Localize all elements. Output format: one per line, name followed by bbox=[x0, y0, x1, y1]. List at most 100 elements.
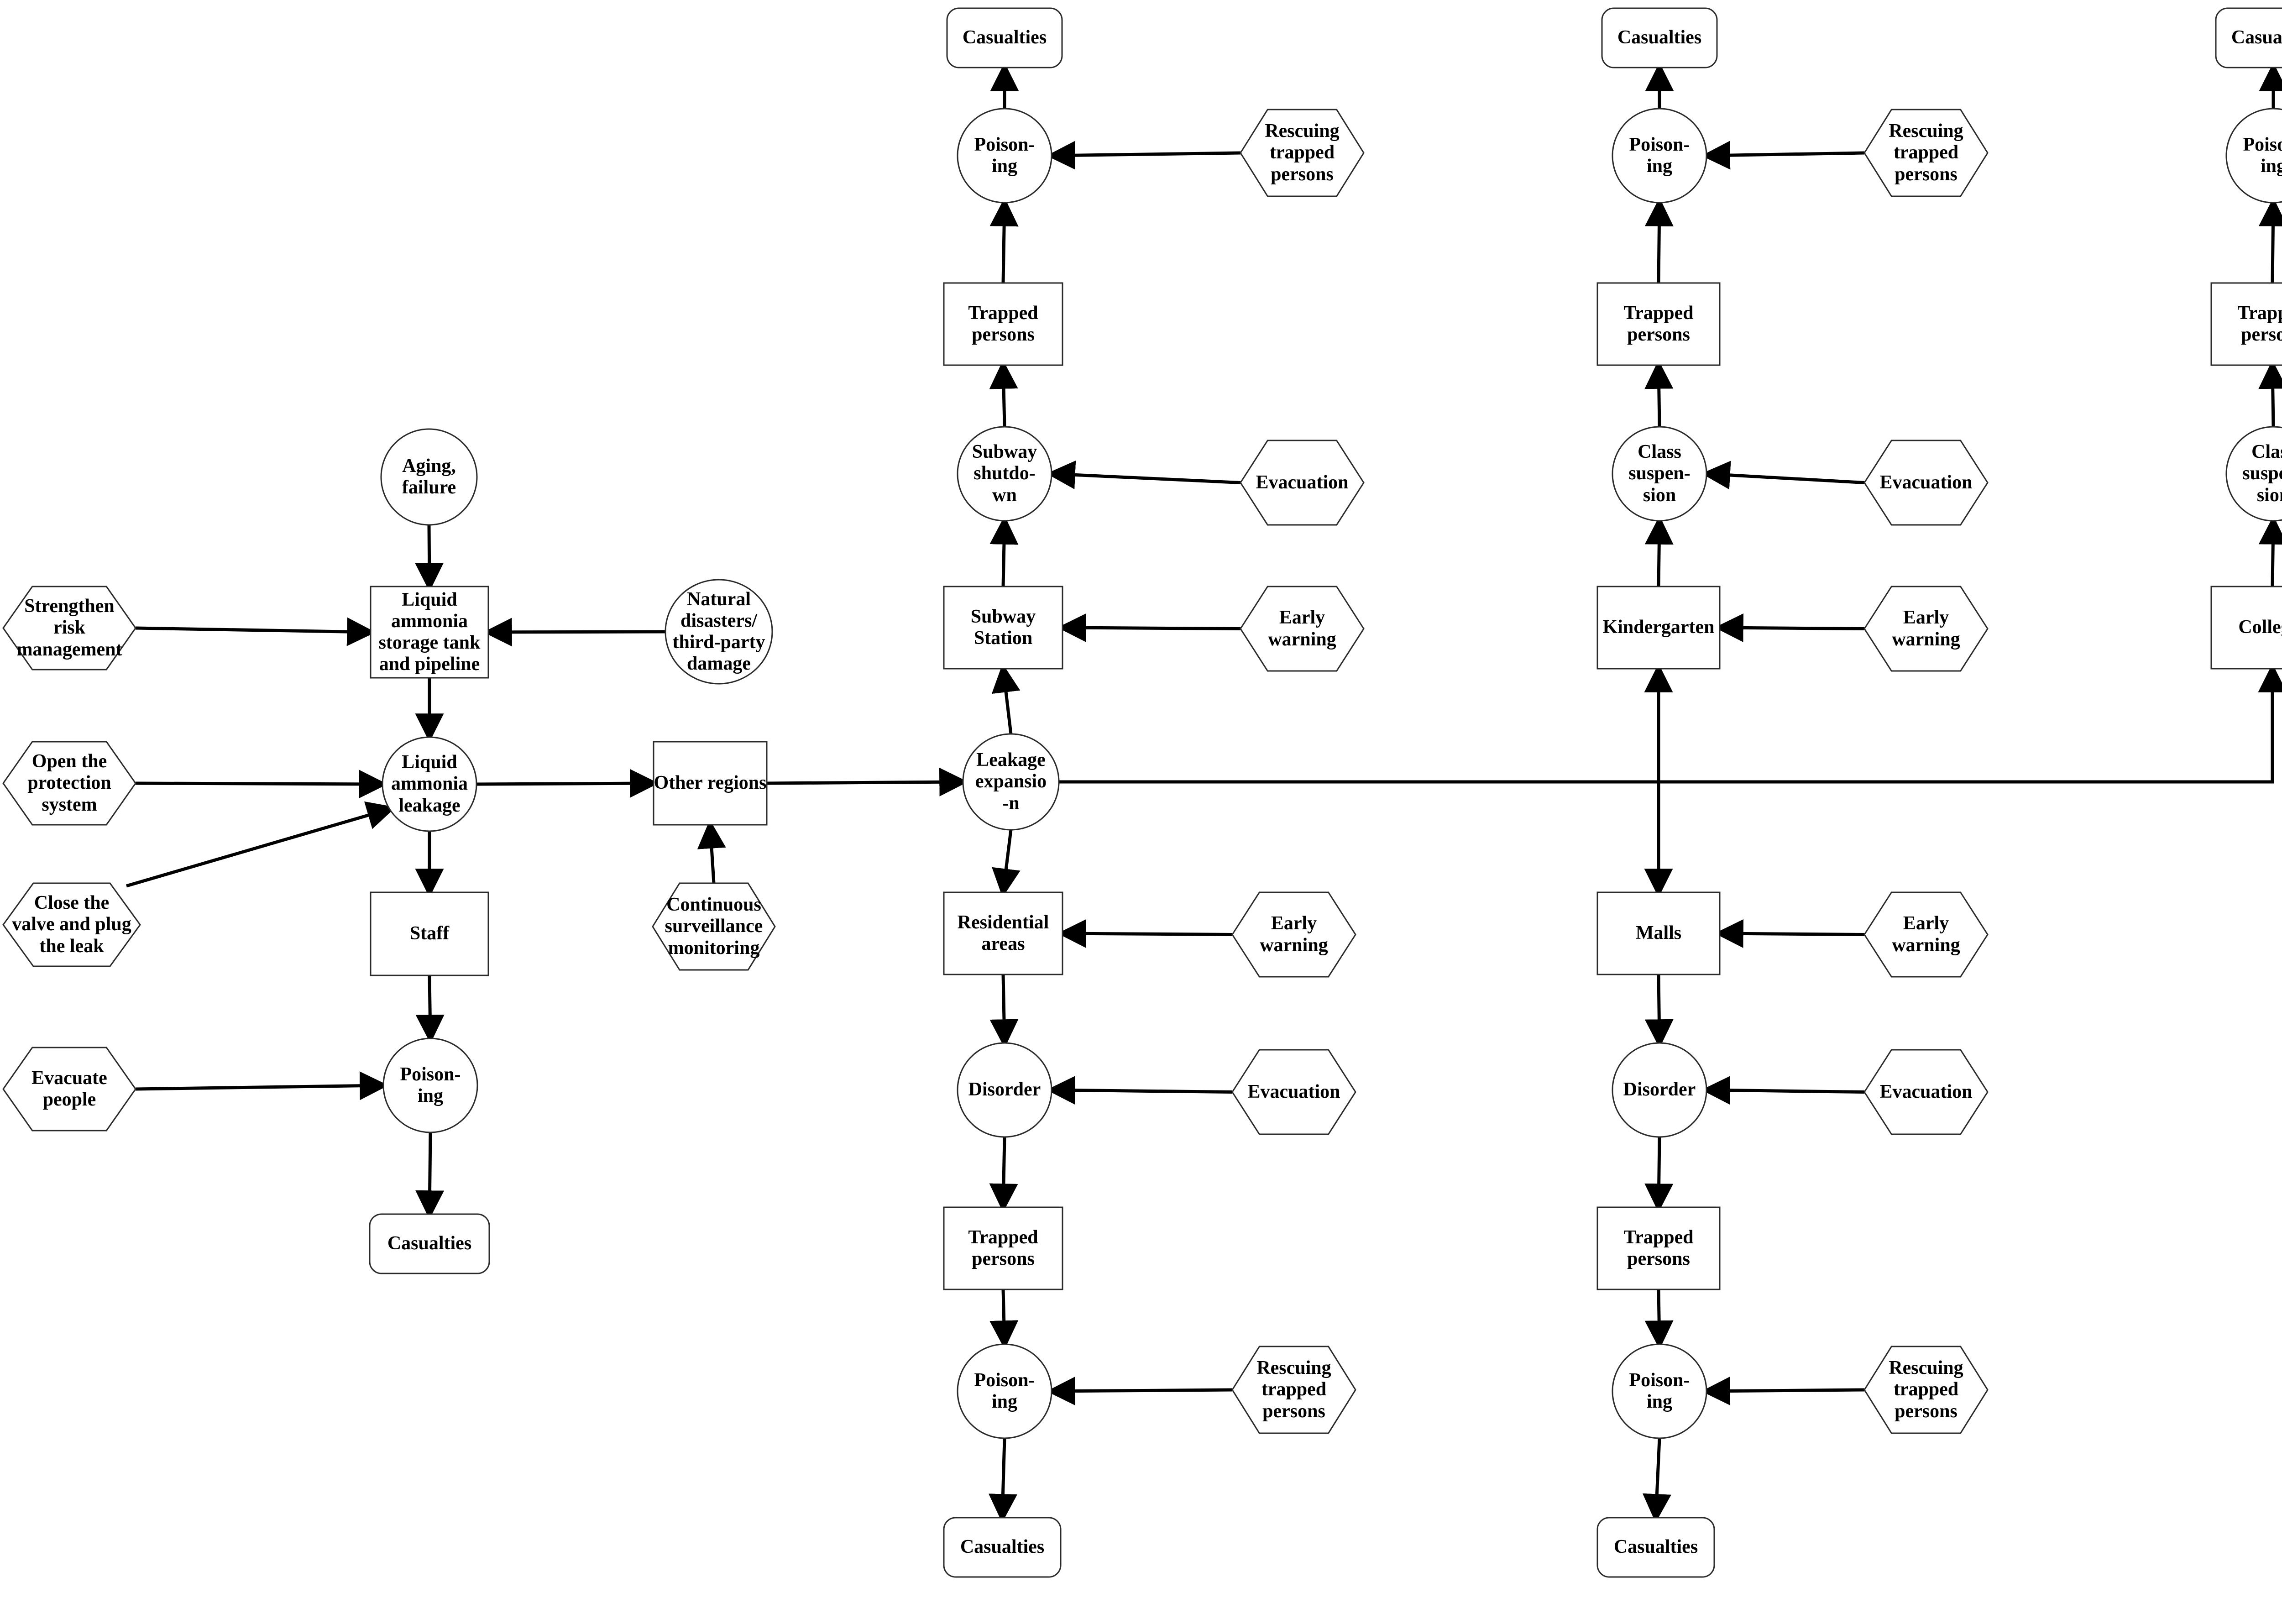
node-shape-c2-early-warning-2[interactable] bbox=[1231, 891, 1356, 978]
edge-e-c2-station-to-shutdown bbox=[989, 515, 1019, 587]
edge-e-staff-to-poisoning bbox=[415, 975, 445, 1044]
node-shape-c3-rescuing-2[interactable] bbox=[1863, 1346, 1989, 1434]
node-shape-c2-trapped-persons-2[interactable] bbox=[943, 1206, 1063, 1290]
edge-e-c4-colleges-to-class bbox=[2258, 515, 2282, 587]
node-shape-c3-casualties[interactable] bbox=[1601, 7, 1718, 68]
node-shape-liquid-ammonia-leakage[interactable] bbox=[382, 736, 477, 832]
node-shape-c3-disorder[interactable] bbox=[1612, 1042, 1707, 1138]
node-shape-natural-disasters[interactable] bbox=[665, 579, 773, 685]
node-shape-left-poisoning[interactable] bbox=[382, 1037, 478, 1133]
edge-e-c3-rescuing-to-poisoning bbox=[1701, 141, 1865, 170]
edge-layer bbox=[126, 62, 2282, 1523]
node-shape-c2-early-warning[interactable] bbox=[1240, 586, 1365, 672]
node-label-c2-casualties: Casualties bbox=[962, 27, 1047, 48]
node-shape-c2-rescuing[interactable] bbox=[1240, 109, 1365, 197]
node-shape-c4-casualties[interactable] bbox=[2215, 7, 2282, 68]
node-shape-c3-early-warning[interactable] bbox=[1863, 586, 1989, 672]
node-label-left-casualties: Casualties bbox=[387, 1233, 472, 1254]
node-shape-c3-trapped-persons-2[interactable] bbox=[1596, 1206, 1721, 1290]
node-shape-leakage-expansion[interactable] bbox=[962, 733, 1060, 831]
edge-e-c2-residential-to-disorder bbox=[989, 974, 1019, 1048]
edge-e-strengthen-to-tank bbox=[135, 617, 376, 646]
node-label-evacuate-people: Evacuate people bbox=[31, 1067, 107, 1110]
node-label-c2-evacuation-2: Evacuation bbox=[1247, 1081, 1340, 1102]
node-shape-c3-malls[interactable] bbox=[1596, 891, 1721, 975]
node-shape-c4-trapped-persons[interactable] bbox=[2210, 282, 2282, 366]
node-shape-c2-poisoning-2[interactable] bbox=[957, 1343, 1052, 1439]
node-label-c4-colleges: Colleges bbox=[2238, 617, 2282, 638]
node-shape-c3-poisoning[interactable] bbox=[1612, 108, 1707, 204]
node-shape-c2-trapped-persons[interactable] bbox=[943, 282, 1063, 366]
edge-e-c2-shutdown-to-trapped bbox=[989, 360, 1018, 427]
node-label-c3-evacuation: Evacuation bbox=[1879, 471, 1973, 493]
shape-layer bbox=[2, 7, 2282, 1578]
node-label-staff: Staff bbox=[409, 923, 450, 944]
node-shape-liquid-ammonia-storage-tank[interactable] bbox=[370, 586, 489, 679]
node-shape-c2-poisoning[interactable] bbox=[957, 108, 1052, 204]
node-shape-evacuate-people[interactable] bbox=[2, 1047, 136, 1132]
node-label-c2-residential-areas: Residential areas bbox=[957, 912, 1049, 954]
node-shape-c2-residential-areas[interactable] bbox=[943, 891, 1063, 975]
node-label-open-the-protection-system: Open the protection system bbox=[27, 751, 111, 815]
node-shape-left-casualties[interactable] bbox=[369, 1213, 490, 1274]
node-shape-c3-class-suspension[interactable] bbox=[1612, 426, 1707, 522]
node-shape-c2-disorder[interactable] bbox=[957, 1042, 1052, 1138]
node-shape-staff[interactable] bbox=[370, 891, 489, 976]
node-label-liquid-ammonia-storage-tank: Liquid ammonia storage tank and pipeline bbox=[378, 589, 481, 675]
edge-e-c2-warn-to-station bbox=[1057, 613, 1241, 642]
edge-e-c2-trapped-to-poisoning bbox=[989, 197, 1019, 283]
node-shape-continuous-surveillance[interactable] bbox=[652, 882, 776, 971]
edge-e-c2-rescuing-to-poisoning bbox=[1046, 141, 1241, 170]
edge-e-c3-poisoning2-to-casual2 bbox=[1642, 1438, 1671, 1523]
node-label-c3-casualties: Casualties bbox=[1617, 27, 1702, 48]
edge-e-c3-evac2-to-disorder bbox=[1701, 1076, 1865, 1105]
node-shape-c2-subway-shutdown[interactable] bbox=[957, 426, 1052, 522]
node-shape-other-regions[interactable] bbox=[653, 741, 768, 826]
node-label-c3-kindergarten: Kindergarten bbox=[1602, 617, 1715, 638]
node-shape-c4-class-suspension[interactable] bbox=[2225, 426, 2282, 522]
node-shape-open-the-protection-system[interactable] bbox=[2, 741, 136, 826]
node-shape-c3-poisoning-2[interactable] bbox=[1612, 1343, 1707, 1439]
node-shape-close-the-valve[interactable] bbox=[2, 882, 141, 967]
node-shape-c4-colleges[interactable] bbox=[2210, 586, 2282, 670]
node-label-c4-trapped-persons: Trapped persons bbox=[2237, 302, 2282, 345]
node-label-c3-evacuation-2: Evacuation bbox=[1879, 1081, 1973, 1102]
node-shape-c2-casualties[interactable] bbox=[946, 7, 1063, 68]
node-shape-c4-poisoning[interactable] bbox=[2225, 108, 2282, 204]
node-label-c2-subway-shutdown: Subway shutdo- wn bbox=[972, 441, 1037, 506]
node-shape-c3-evacuation-2[interactable] bbox=[1863, 1049, 1989, 1135]
edge-e-c2-warn2-to-residential bbox=[1057, 919, 1233, 948]
node-shape-c3-kindergarten[interactable] bbox=[1596, 586, 1721, 670]
node-label-c4-poisoning: Poison- ing bbox=[2243, 134, 2282, 177]
edge-e-c2-disorder-to-trapped2 bbox=[989, 1137, 1018, 1213]
node-label-c2-subway-station: Subway Station bbox=[970, 606, 1036, 649]
edge-e-evacuate-to-poisoning bbox=[135, 1071, 389, 1100]
node-shape-c2-rescuing-2[interactable] bbox=[1231, 1346, 1356, 1434]
edge-e-c2-evac-to-shutdown bbox=[1046, 460, 1241, 489]
node-label-c2-early-warning: Early warning bbox=[1268, 607, 1336, 650]
node-label-c3-malls: Malls bbox=[1635, 922, 1682, 944]
node-shape-aging-failure[interactable] bbox=[380, 428, 478, 526]
node-label-c2-early-warning-2: Early warning bbox=[1260, 913, 1328, 956]
edge-e-open-protection-to-leakage bbox=[135, 770, 388, 799]
edge-e-c3-evac-to-class bbox=[1701, 461, 1865, 490]
node-shape-c3-evacuation[interactable] bbox=[1863, 440, 1989, 526]
node-label-leakage-expansion: Leakage expansio -n bbox=[975, 749, 1047, 814]
node-shape-c2-evacuation-2[interactable] bbox=[1231, 1049, 1356, 1135]
node-label-c2-casualties-2: Casualties bbox=[960, 1536, 1045, 1558]
node-shape-c2-subway-station[interactable] bbox=[943, 586, 1063, 670]
edge-e-leakage-to-other-regions bbox=[476, 769, 659, 798]
node-shape-c2-casualties-2[interactable] bbox=[943, 1517, 1062, 1578]
node-label-c3-trapped-persons-2: Trapped persons bbox=[1623, 1226, 1694, 1269]
node-shape-c3-rescuing[interactable] bbox=[1863, 109, 1989, 197]
edge-e-poisoning-to-casualties bbox=[415, 1132, 445, 1220]
node-shape-c3-early-warning-2[interactable] bbox=[1863, 891, 1989, 978]
node-label-c3-poisoning: Poison- ing bbox=[1629, 134, 1690, 177]
edge-e-c3-warn2-to-malls bbox=[1714, 919, 1865, 948]
node-shape-c3-trapped-persons[interactable] bbox=[1596, 282, 1721, 366]
node-shape-c3-casualties-2[interactable] bbox=[1596, 1517, 1715, 1578]
node-shape-c2-evacuation[interactable] bbox=[1240, 440, 1365, 526]
node-shape-strengthen-risk-management[interactable] bbox=[2, 586, 136, 671]
